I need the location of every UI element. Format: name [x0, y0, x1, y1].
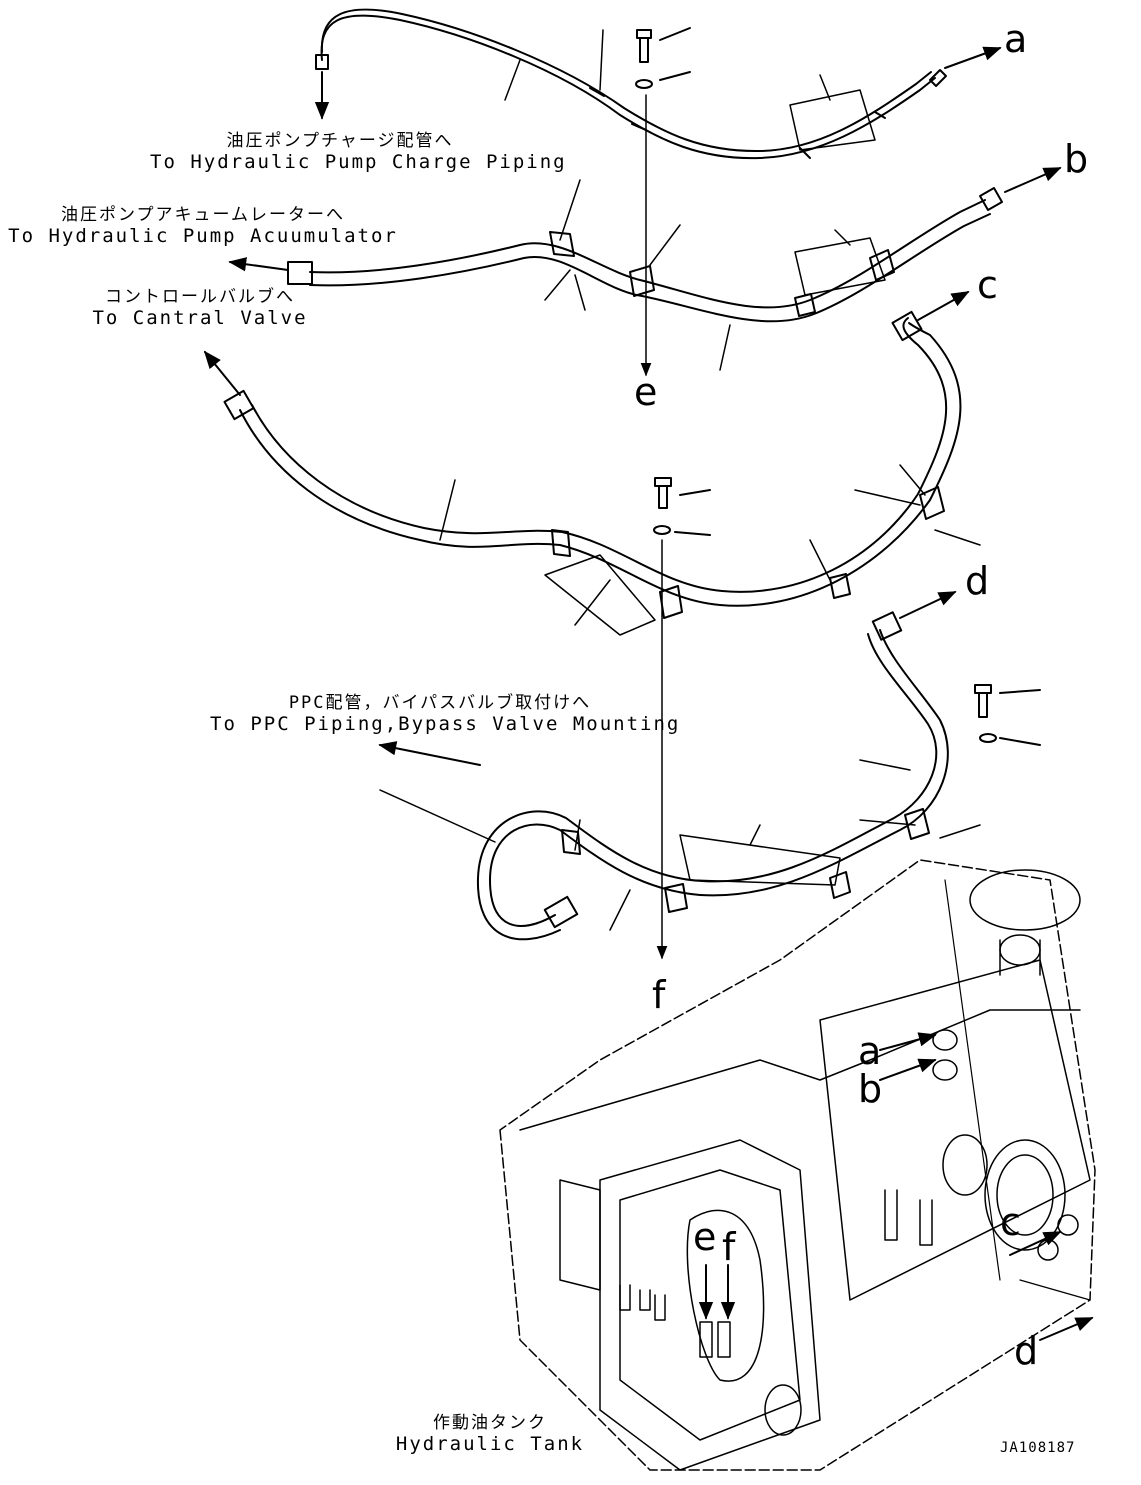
label-ppc-piping: PPC配管，バイパスバルブ取付けへ To PPC Piping,Bypass V…: [210, 693, 681, 735]
label-accumulator-en: To Hydraulic Pump Acuumulator: [8, 224, 398, 247]
label-control-valve-en: To Cantral Valve: [92, 306, 308, 329]
letter-f-top: f: [652, 973, 666, 1017]
label-tank-ja: 作動油タンク: [433, 1413, 547, 1433]
letter-b-top: b: [1064, 137, 1089, 181]
letter-a-top: a: [1004, 17, 1028, 61]
letter-a-tank: a: [858, 1029, 882, 1073]
label-accumulator: 油圧ポンプアキュームレーターへ To Hydraulic Pump Acuumu…: [8, 205, 398, 247]
tank-arrow-d: [1039, 1317, 1094, 1341]
tank-arrow-b: [879, 1058, 937, 1081]
arrow-to-control-valve: [203, 350, 241, 396]
drawing-reference: JA108187: [1000, 1440, 1076, 1456]
label-ppc-ja: PPC配管，バイパスバルブ取付けへ: [288, 693, 592, 713]
letter-c-top: c: [977, 263, 998, 307]
tank-arrow-c: [1009, 1231, 1062, 1256]
hose-control-valve: [223, 310, 962, 619]
letter-b-tank: b: [858, 1067, 883, 1111]
arrow-a-out: [944, 46, 1002, 69]
hose-charge-piping: [315, 8, 947, 160]
letter-e-top: e: [634, 370, 658, 414]
arrow-b-out: [1004, 167, 1062, 193]
hose-accumulator: [287, 187, 1003, 323]
label-control-valve: コントロールバルブへ To Cantral Valve: [60, 287, 340, 329]
letter-f-tank: f: [722, 1225, 736, 1269]
arrow-d-out: [899, 591, 957, 619]
label-accumulator-ja: 油圧ポンプアキュームレーターへ: [61, 205, 345, 225]
label-tank-en: Hydraulic Tank: [395, 1432, 585, 1455]
letter-d-tank: d: [1014, 1329, 1039, 1373]
label-charge-en: To Hydraulic Pump Charge Piping: [150, 150, 567, 173]
arrow-c-out: [917, 291, 970, 321]
tank-arrow-a: [879, 1032, 937, 1051]
label-ppc-en: To PPC Piping,Bypass Valve Mounting: [210, 712, 681, 735]
letter-e-tank: e: [693, 1215, 717, 1259]
letter-d-top: d: [965, 559, 990, 603]
label-charge-ja: 油圧ポンプチャージ配管へ: [226, 131, 454, 151]
bolt-washer-middle: [653, 477, 711, 536]
label-control-valve-ja: コントロールバルブへ: [105, 287, 295, 307]
arrow-to-accumulator: [228, 257, 289, 272]
letter-c-tank: c: [1000, 1200, 1021, 1244]
arrow-to-ppc: [378, 741, 481, 766]
hydraulic-tank-body: [499, 859, 1096, 1471]
bolt-washer-right: [974, 684, 1041, 746]
label-charge-piping: 油圧ポンプチャージ配管へ To Hydraulic Pump Charge Pi…: [150, 131, 567, 173]
label-hydraulic-tank: 作動油タンク Hydraulic Tank: [380, 1413, 600, 1455]
bolt-washer-top: [635, 27, 691, 89]
